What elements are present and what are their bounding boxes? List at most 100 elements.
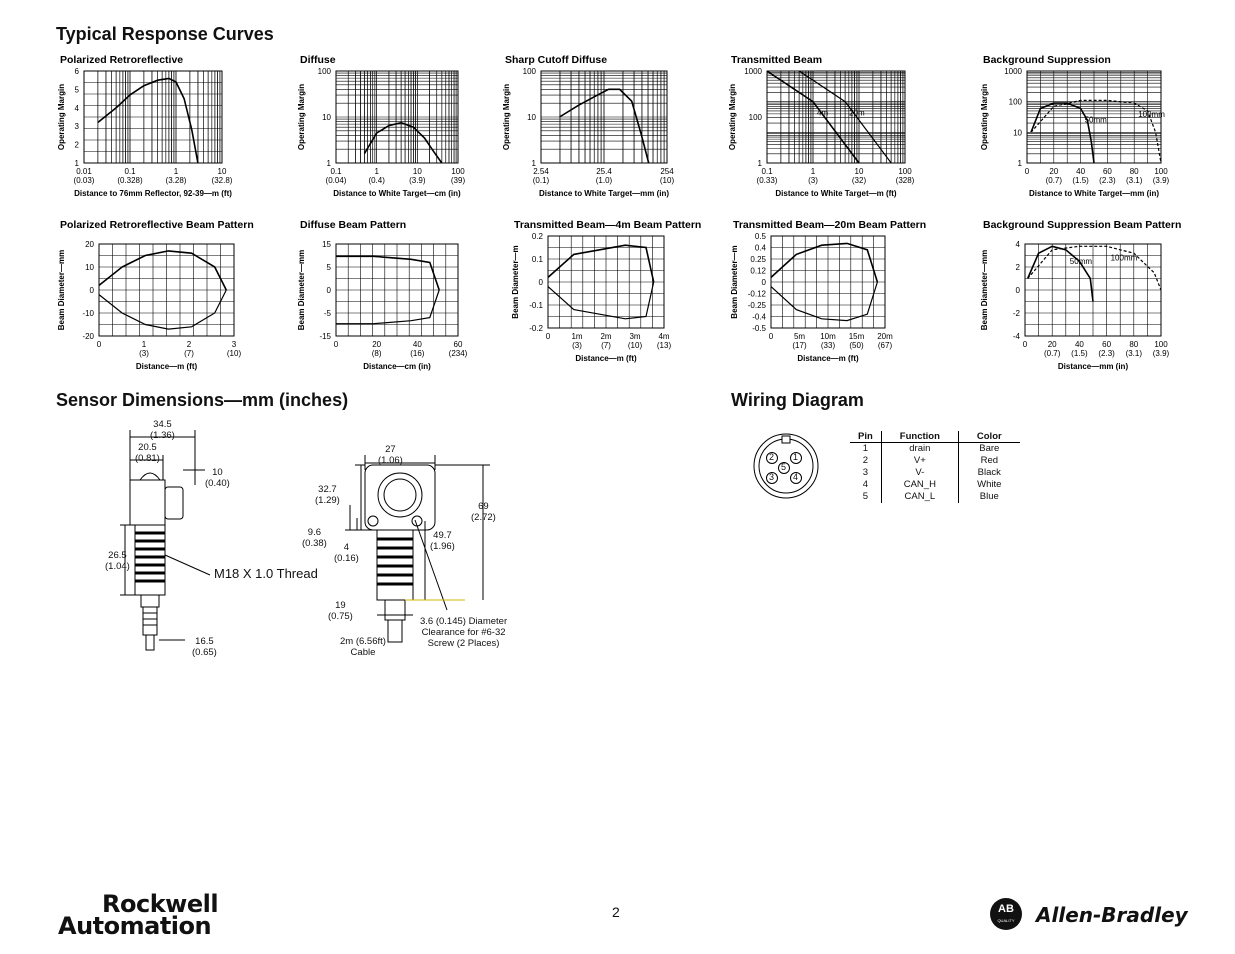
y-axis-label: Operating Margin <box>502 84 511 150</box>
x-tick-sublabel: (10) <box>660 176 675 185</box>
data-series-line <box>1027 245 1162 291</box>
x-tick-sublabel: (50) <box>849 341 864 350</box>
y-tick-label: 20 <box>85 240 94 249</box>
dim-label: 32.7(1.29) <box>315 484 340 506</box>
dim-label: 20.5(0.81) <box>135 442 160 464</box>
y-tick-label: -0.2 <box>529 324 543 333</box>
y-tick-label: 0.5 <box>755 232 767 241</box>
x-tick-label: 20m <box>877 332 893 341</box>
cable-label: 2m (6.56ft)Cable <box>340 636 386 658</box>
response-curves-charts: Polarized Retroreflective6543210.01(0.03… <box>57 54 1181 371</box>
y-tick-label: 1 <box>327 159 332 168</box>
x-tick-label: 10m <box>820 332 836 341</box>
x-tick-sublabel: (10) <box>227 349 242 358</box>
x-tick-label: 0 <box>334 340 339 349</box>
x-tick-label: 0.1 <box>124 167 136 176</box>
x-tick-sublabel: (3.28) <box>166 176 187 185</box>
x-tick-label: 0 <box>769 332 774 341</box>
x-tick-sublabel: (3.9) <box>1153 176 1170 185</box>
y-tick-label: 0 <box>1016 286 1021 295</box>
x-tick-sublabel: (3.1) <box>1126 176 1143 185</box>
y-tick-label: 0.1 <box>532 255 544 264</box>
x-tick-sublabel: (0.4) <box>368 176 385 185</box>
data-series-line <box>547 281 655 320</box>
y-tick-label: 10 <box>322 113 331 122</box>
x-tick-label: 2.54 <box>533 167 549 176</box>
dim-label: 9.6(0.38) <box>302 527 327 549</box>
x-tick-sublabel: (0.03) <box>74 176 95 185</box>
x-tick-sublabel: (3.1) <box>1126 349 1143 358</box>
dim-label: 27(1.06) <box>378 444 403 466</box>
series-label: 20m <box>849 109 865 118</box>
y-tick-label: -10 <box>82 309 94 318</box>
data-series-line <box>1026 245 1094 302</box>
x-tick-sublabel: (17) <box>792 341 807 350</box>
allen-bradley-name: Allen-Bradley <box>1036 903 1188 927</box>
data-series-line <box>547 244 655 283</box>
x-tick-sublabel: (1.5) <box>1071 349 1088 358</box>
x-tick-label: 60 <box>454 340 463 349</box>
x-tick-label: 100 <box>898 167 912 176</box>
x-tick-label: 40 <box>413 340 422 349</box>
y-tick-label: -0.12 <box>748 290 767 299</box>
x-tick-sublabel: (0.7) <box>1046 176 1063 185</box>
x-tick-sublabel: (10) <box>628 341 643 350</box>
y-tick-label: -0.4 <box>752 313 766 322</box>
x-tick-label: 1 <box>174 167 179 176</box>
y-tick-label: -5 <box>324 309 332 318</box>
data-series-line <box>1030 102 1095 164</box>
x-axis-label: Distance—m (ft) <box>797 354 859 363</box>
data-series-line <box>98 250 228 291</box>
x-tick-label: 0.1 <box>761 167 773 176</box>
x-tick-sublabel: (1.0) <box>596 176 613 185</box>
data-series-line <box>766 70 860 164</box>
y-tick-label: 1 <box>758 159 763 168</box>
y-axis-label: Beam Diameter—mm <box>297 250 306 330</box>
series-label: 50mm <box>1070 257 1093 266</box>
x-tick-sublabel: (0.33) <box>757 176 778 185</box>
y-axis-label: Operating Margin <box>297 84 306 150</box>
dimensions-title: Sensor Dimensions—mm (inches) <box>56 390 349 410</box>
x-tick-sublabel: (8) <box>372 349 382 358</box>
data-series-line <box>770 281 878 322</box>
x-tick-sublabel: (32) <box>852 176 867 185</box>
chart-title: Transmitted Beam <box>731 54 822 66</box>
x-tick-sublabel: (2.3) <box>1099 176 1116 185</box>
data-series-line <box>798 70 892 164</box>
x-tick-label: 100 <box>451 167 465 176</box>
data-series-line <box>363 121 443 164</box>
x-tick-sublabel: (1.5) <box>1072 176 1089 185</box>
x-axis-label: Distance—m (ft) <box>136 362 198 371</box>
x-tick-label: 3m <box>629 332 640 341</box>
col-function: Function <box>881 431 959 443</box>
y-tick-label: 0.2 <box>532 232 544 241</box>
data-series-line <box>336 255 440 291</box>
x-tick-label: 3 <box>232 340 237 349</box>
series-label: 50mm <box>1085 115 1108 124</box>
y-tick-label: 0.12 <box>750 267 766 276</box>
x-tick-sublabel: (33) <box>821 341 836 350</box>
x-tick-label: 60 <box>1103 167 1112 176</box>
col-color: Color <box>958 431 1020 443</box>
dim-label: 19(0.75) <box>328 600 353 622</box>
data-series-line <box>336 289 440 325</box>
chart-title: Polarized Retroreflective Beam Pattern <box>60 219 254 231</box>
x-tick-label: 4m <box>658 332 669 341</box>
x-tick-label: 20 <box>372 340 381 349</box>
x-tick-label: 1m <box>571 332 582 341</box>
y-tick-label: 1000 <box>744 67 762 76</box>
data-series-line <box>1030 99 1162 164</box>
y-tick-label: 100 <box>318 67 332 76</box>
y-tick-label: 100 <box>749 113 763 122</box>
pin-1-label: 1 <box>793 452 799 462</box>
y-tick-label: 1 <box>1018 159 1023 168</box>
series-label: 4m <box>817 109 828 118</box>
x-tick-label: 2m <box>600 332 611 341</box>
connector-pinout-icon <box>753 433 819 499</box>
dim-label: 10(0.40) <box>205 467 230 489</box>
y-tick-label: 10 <box>527 113 536 122</box>
y-tick-label: 1000 <box>1004 67 1022 76</box>
x-tick-label: 0.01 <box>76 167 92 176</box>
data-series-line <box>98 289 227 330</box>
